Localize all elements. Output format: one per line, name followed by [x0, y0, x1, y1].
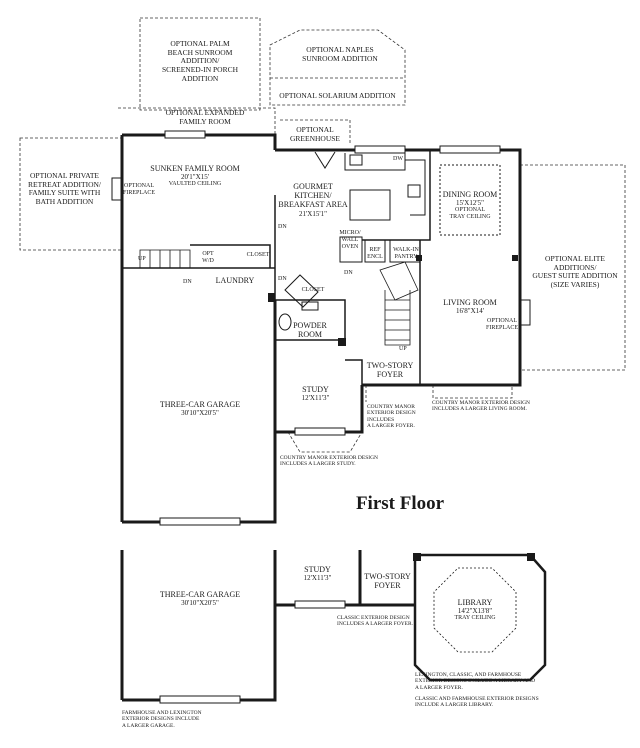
kitchen-island [349, 189, 391, 221]
stairs [139, 249, 419, 346]
stair-landing [379, 261, 419, 301]
dn-marker-hall: DN [278, 276, 287, 282]
dn-marker-laundry: DN [183, 279, 192, 285]
closet-label-2: CLOSET [301, 287, 325, 293]
elite-outline [520, 164, 626, 371]
fireplace-left [111, 177, 123, 201]
window-dining [439, 145, 501, 154]
garage-alt-label: THREE-CAR GARAGE 30'10"X20'5" [159, 590, 241, 608]
stair-treads [385, 299, 410, 341]
wall-posts [268, 255, 518, 346]
window-garage-alt [159, 695, 241, 704]
window-study [294, 427, 346, 436]
dining-tray [439, 164, 501, 236]
library [413, 553, 547, 682]
living-bump-outline [432, 385, 513, 399]
palm-beach-outline [139, 17, 261, 111]
kitchen-counter-top [344, 153, 406, 171]
library-tray [433, 567, 517, 653]
library-label: LIBRARY 14'2"X13'8" TRAY CEILING [454, 598, 496, 622]
kitchen-fixtures [314, 151, 426, 263]
window-family [164, 130, 206, 139]
study-alt-label: STUDY 12'X11'3" [303, 565, 332, 583]
fireplace-right [519, 299, 531, 326]
garage-label: THREE-CAR GARAGE 30'10"X20'5" [159, 400, 241, 418]
up-marker-stair: UP [399, 346, 407, 352]
window-study-alt [294, 600, 346, 609]
window-kitchen [354, 145, 406, 154]
basement-stair [139, 249, 191, 269]
windows [159, 130, 501, 704]
optional-additions [19, 17, 626, 453]
powder-toilet [278, 313, 292, 331]
fixtures [111, 164, 531, 331]
page-title: First Floor [355, 493, 445, 514]
kitchen-sink [349, 154, 363, 166]
dw-marker: DW [393, 156, 403, 162]
up-marker-basement: UP [138, 256, 146, 262]
ref-enclosure [364, 239, 386, 263]
greenhouse-outline [280, 119, 351, 145]
kitchen-door-swing [314, 151, 336, 169]
laundry-label: LAUNDRY [215, 276, 255, 285]
study-label: STUDY 12'X11'3" [301, 385, 330, 403]
naples-outline [269, 29, 406, 106]
study-bay-outline [287, 431, 363, 453]
dn-marker-stair: DN [344, 270, 353, 276]
closet-label: CLOSET [246, 252, 270, 258]
kitchen-range [407, 184, 421, 198]
family-room-label: SUNKEN FAMILY ROOM 20'1"X15' VAULTED CEI… [150, 164, 240, 188]
expanded-family-outline [118, 107, 276, 135]
window-garage [159, 517, 241, 526]
private-retreat-outline [19, 137, 123, 251]
closet-angled [284, 274, 319, 308]
solarium-label: OPTIONAL SOLARIUM ADDITION [279, 91, 396, 100]
living-room-label: LIVING ROOM 16'8"X14' [443, 298, 497, 316]
kitchen-counter-right [405, 159, 426, 216]
main-stair [384, 290, 411, 346]
basement-stair-treads [149, 250, 181, 268]
dn-marker-kitchen: DN [278, 224, 287, 230]
micro-wall-oven [339, 236, 363, 263]
